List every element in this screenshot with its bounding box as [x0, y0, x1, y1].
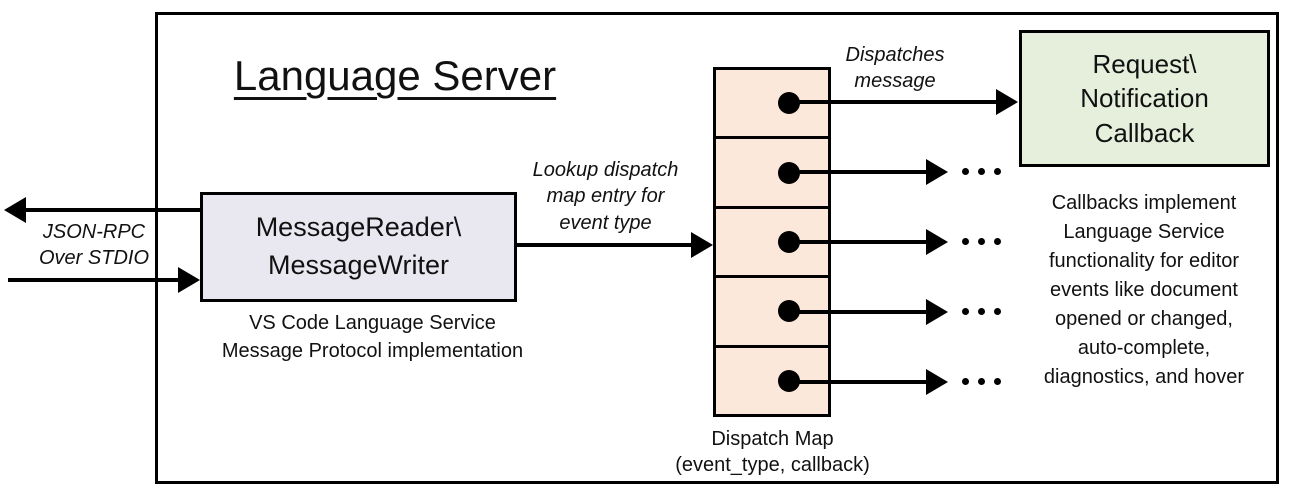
dispatch-arrowhead-icon — [926, 369, 948, 395]
dispatch-arrow-line — [786, 170, 930, 174]
callbacks-note: Callbacks implement Language Service fun… — [1043, 192, 1245, 388]
dispatch-arrowhead-icon — [996, 89, 1018, 115]
dispatch-map-cell — [716, 70, 828, 140]
message-reader-caption: VS Code Language Service Message Protoco… — [221, 312, 524, 363]
stdio-out-arrow-line — [22, 208, 200, 212]
ellipsis-icon — [962, 378, 1001, 385]
dispatch-arrow-line — [786, 380, 930, 384]
dispatch-arrowhead-icon — [926, 299, 948, 325]
dispatch-arrow-line — [786, 100, 998, 104]
dispatch-map-cell — [716, 139, 828, 209]
stdio-in-arrow-line — [8, 278, 182, 282]
lookup-arrowhead-icon — [691, 232, 713, 258]
dispatch-arrow-line — [786, 240, 930, 244]
stdio-label: JSON-RPC Over STDIO — [38, 221, 149, 270]
lookup-arrow-line — [515, 243, 695, 247]
dispatch-map-caption: Dispatch Map (event_type, callback) — [675, 428, 870, 476]
ellipsis-icon — [962, 168, 1001, 175]
message-reader-writer-box: MessageReader\ MessageWriter — [200, 192, 517, 302]
ellipsis-icon — [962, 238, 1001, 245]
lookup-label: Lookup dispatch map entry for event type — [532, 159, 679, 234]
request-notification-callback-box: Request\ Notification Callback — [1019, 30, 1270, 167]
dispatch-arrow-line — [786, 310, 930, 314]
diagram-title: Language Server — [233, 52, 557, 99]
ellipsis-icon — [962, 308, 1001, 315]
stdio-in-arrowhead-icon — [178, 267, 200, 293]
dispatch-arrowhead-icon — [926, 159, 948, 185]
stdio-out-arrowhead-icon — [4, 197, 26, 223]
dispatches-message-label: Dispatches message — [845, 44, 945, 93]
dispatch-arrowhead-icon — [926, 229, 948, 255]
